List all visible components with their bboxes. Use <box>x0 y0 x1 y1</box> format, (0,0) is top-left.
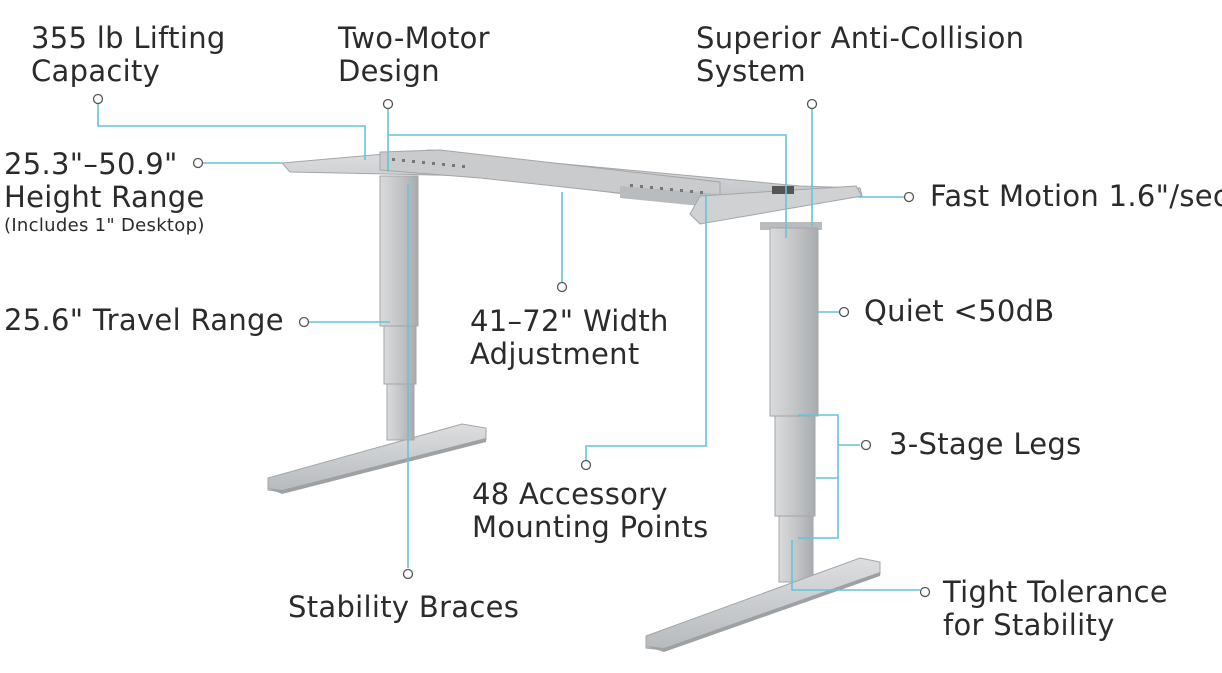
callout-accessory-points: 48 Accessory Mounting Points <box>472 478 709 544</box>
callout-width-adjustment: 41–72" Width Adjustment <box>470 305 669 371</box>
height-range-line2: Height Range <box>4 180 205 214</box>
callout-quiet: Quiet <50dB <box>864 295 1055 328</box>
accessory-points-line1: 48 Accessory <box>472 477 668 511</box>
height-range-line1: 25.3"–50.9" <box>4 147 178 181</box>
top-frame <box>280 149 863 225</box>
callout-tight-tolerance: Tight Tolerance for Stability <box>943 576 1168 642</box>
controller-box <box>772 186 794 194</box>
callout-anti-collision: Superior Anti-Collision System <box>696 22 1024 88</box>
travel-range-line1: 25.6" Travel Range <box>4 303 284 337</box>
two-motor-line1: Two-Motor <box>338 21 490 55</box>
callout-stability-braces: Stability Braces <box>288 591 519 624</box>
width-adjustment-line1: 41–72" Width <box>470 304 669 338</box>
left-leg <box>379 175 419 441</box>
width-adjustment-line2: Adjustment <box>470 337 640 371</box>
left-foot <box>267 423 487 494</box>
quiet-line1: Quiet <50dB <box>864 294 1055 328</box>
callout-fast-motion: Fast Motion 1.6"/sec <box>930 180 1222 213</box>
callout-two-motor: Two-Motor Design <box>338 22 490 88</box>
callout-lines <box>97 104 920 591</box>
callout-height-range: 25.3"–50.9" Height Range (Includes 1" De… <box>4 148 205 238</box>
lifting-capacity-line2: Capacity <box>31 54 161 88</box>
tight-tolerance-line1: Tight Tolerance <box>943 575 1169 609</box>
right-leg <box>760 222 822 583</box>
callout-travel-range: 25.6" Travel Range <box>4 304 284 337</box>
height-range-note: (Includes 1" Desktop) <box>4 215 205 236</box>
stability-braces-line1: Stability Braces <box>288 590 520 624</box>
fast-motion-line1: Fast Motion 1.6"/sec <box>930 179 1222 213</box>
two-motor-line2: Design <box>338 54 440 88</box>
lifting-capacity-line1: 355 lb Lifting <box>31 21 226 55</box>
tight-tolerance-line2: for Stability <box>943 608 1115 642</box>
callout-three-stage: 3-Stage Legs <box>889 428 1082 461</box>
anti-collision-line1: Superior Anti-Collision <box>696 21 1025 55</box>
right-foot <box>645 557 881 652</box>
accessory-points-line2: Mounting Points <box>472 510 709 544</box>
callout-dots <box>92 93 931 598</box>
three-stage-line1: 3-Stage Legs <box>889 427 1082 461</box>
anti-collision-line2: System <box>696 54 806 88</box>
callout-lifting-capacity: 355 lb Lifting Capacity <box>31 22 226 88</box>
